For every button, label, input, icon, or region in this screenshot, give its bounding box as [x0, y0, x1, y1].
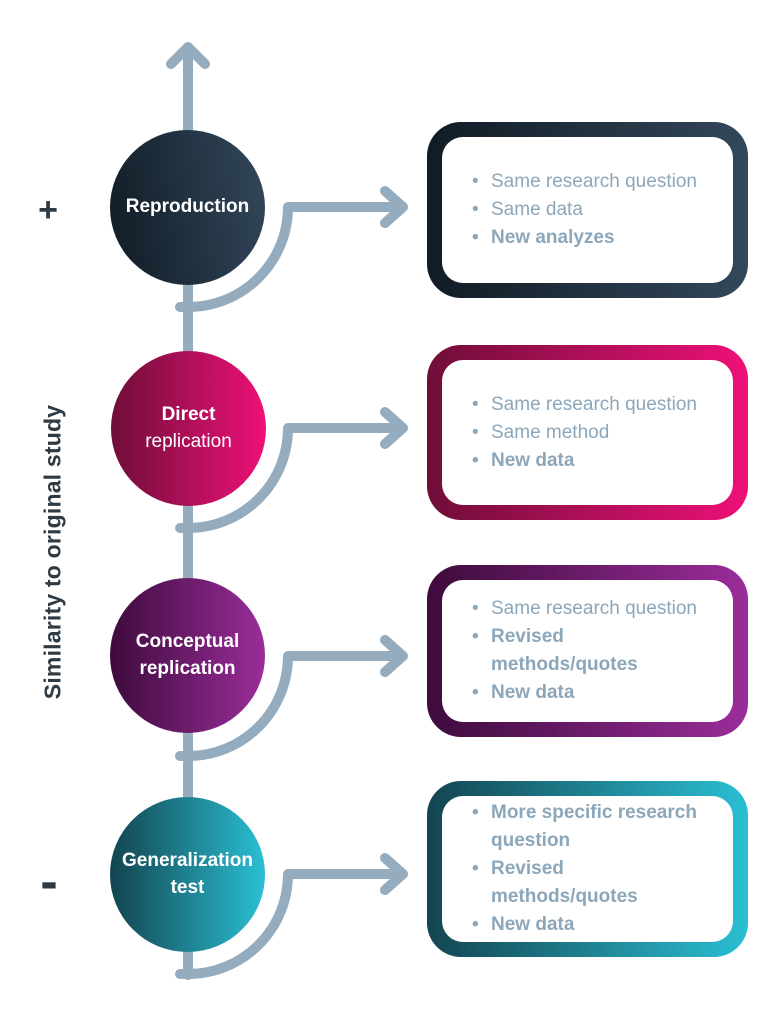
bullet-item: Revised methods/quotes [470, 623, 697, 679]
bullet-item: More specific research question [470, 799, 697, 855]
details-box-conceptual-replication: Same research question Revised methods/q… [427, 565, 748, 737]
axis-plus-label: + [38, 191, 58, 229]
bullet-list: Same research question Same method New d… [442, 391, 703, 475]
circle-label-line: replication [145, 430, 232, 452]
bullet-item: Revised methods/quotes [470, 855, 697, 911]
circle-label-line: test [170, 876, 205, 898]
bullet-list: Same research question Revised methods/q… [442, 595, 703, 707]
axis-label: Similarity to original study [39, 404, 66, 700]
details-box-content: Same research question Same data New ana… [442, 137, 733, 283]
bullet-item: New analyzes [470, 224, 697, 252]
bullet-item: New data [470, 679, 697, 707]
bullet-list: Same research question Same data New ana… [442, 168, 703, 252]
axis-arrowhead-icon [166, 42, 210, 69]
circle-label-line: replication [139, 657, 236, 679]
connector-arc-conceptual-replication [175, 651, 397, 761]
circle-reproduction: Reproduction [110, 130, 265, 285]
bullet-item: New data [470, 911, 697, 939]
connector-arc-reproduction [175, 202, 397, 312]
circle-generalization-test: Generalization test [110, 797, 265, 952]
circle-label-line: Generalization [122, 849, 253, 871]
bullet-item: Same research question [470, 595, 697, 623]
circle-label-line: Reproduction [125, 196, 250, 218]
bullet-item: New data [470, 447, 697, 475]
details-box-reproduction: Same research question Same data New ana… [427, 122, 748, 298]
connector-arrowhead-reproduction-icon [380, 186, 408, 228]
circle-direct-replication: Direct replication [111, 351, 266, 506]
bullet-item: Same research question [470, 391, 697, 419]
bullet-item: Same research question [470, 168, 697, 196]
connector-arrowhead-conceptual-replication-icon [380, 635, 408, 677]
circle-label-line: Conceptual [135, 630, 240, 652]
axis-minus-label: - [40, 853, 58, 911]
bullet-list: More specific research question Revised … [442, 799, 703, 939]
details-box-content: Same research question Same method New d… [442, 360, 733, 505]
connector-arrowhead-generalization-test-icon [380, 853, 408, 895]
connector-arc-generalization-test [175, 869, 397, 979]
bullet-item: Same method [470, 419, 697, 447]
details-box-content: More specific research question Revised … [442, 796, 733, 942]
details-box-generalization-test: More specific research question Revised … [427, 781, 748, 957]
details-box-content: Same research question Revised methods/q… [442, 580, 733, 722]
circle-conceptual-replication: Conceptual replication [110, 578, 265, 733]
bullet-item: Same data [470, 196, 697, 224]
details-box-direct-replication: Same research question Same method New d… [427, 345, 748, 520]
connector-arc-direct-replication [175, 423, 397, 533]
circle-label-line: Direct [161, 403, 216, 425]
connector-arrowhead-direct-replication-icon [380, 407, 408, 449]
